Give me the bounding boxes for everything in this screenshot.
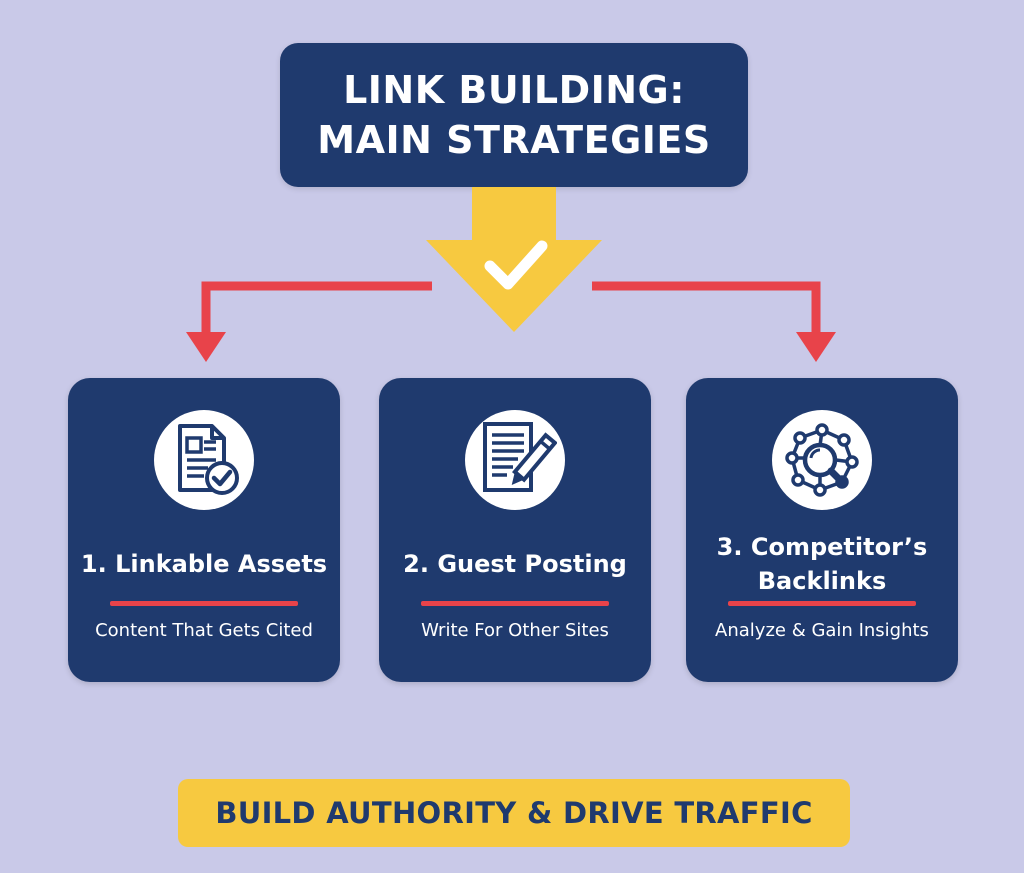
strategy-card-linkable-assets: 1. Linkable Assets Content That Gets Cit… <box>68 378 340 682</box>
card-divider <box>421 601 609 606</box>
card-subtitle: Write For Other Sites <box>421 620 609 641</box>
document-check-icon <box>154 410 254 510</box>
card-subtitle: Content That Gets Cited <box>95 620 313 641</box>
left-branch-arrow <box>186 281 432 362</box>
document-pen-icon <box>465 410 565 510</box>
card-title: 2. Guest Posting <box>403 550 627 578</box>
card-title: 1. Linkable Assets <box>80 550 328 578</box>
center-down-arrow <box>426 187 602 332</box>
strategy-card-guest-posting: 2. Guest Posting Write For Other Sites <box>379 378 651 682</box>
footer-banner: BUILD AUTHORITY & DRIVE TRAFFIC <box>178 779 850 847</box>
card-divider <box>728 601 916 606</box>
network-magnifier-icon <box>772 410 872 510</box>
title-line-2: MAIN STRATEGIES <box>317 118 711 162</box>
strategy-card-competitor-backlinks: 3. Competitor’s Backlinks Analyze & Gain… <box>686 378 958 682</box>
card-title: 3. Competitor’s Backlinks <box>716 533 928 595</box>
right-branch-arrow <box>592 281 836 362</box>
card-subtitle: Analyze & Gain Insights <box>715 620 929 641</box>
title-line-1: LINK BUILDING: <box>343 68 685 112</box>
card-divider <box>110 601 298 606</box>
title-box: LINK BUILDING: MAIN STRATEGIES <box>280 43 748 187</box>
connector-arrows <box>186 187 836 362</box>
checkmark-icon <box>484 240 548 290</box>
